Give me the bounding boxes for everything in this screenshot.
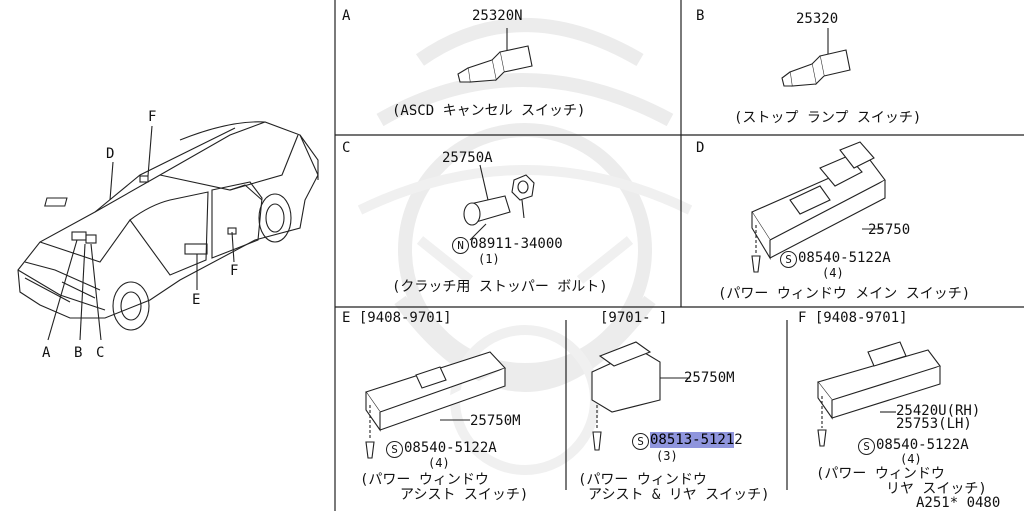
- panel-f-letter: F [9408-9701]: [798, 310, 908, 326]
- panel-d-caption: (パワー ウィンドウ メイン スイッチ): [718, 286, 971, 302]
- panel-e-screw: 08540-5122A: [404, 440, 497, 456]
- car-label-b: B: [74, 345, 83, 361]
- panel-e-caption-1: (パワー ウィンドウ: [360, 472, 489, 488]
- panel-d-letter: D: [696, 140, 705, 156]
- car-label-a: A: [42, 345, 51, 361]
- panel-c-letter: C: [342, 140, 351, 156]
- panel-a-letter: A: [342, 8, 351, 24]
- s-circle-icon: S: [858, 438, 875, 455]
- panel-e-letter: E [9408-9701]: [342, 310, 452, 326]
- panel-e2-drawing: [591, 341, 690, 451]
- panel-f-part-rh: 25420U(RH): [896, 403, 981, 419]
- panel-a-caption: (ASCD キャンセル スイッチ): [392, 103, 586, 119]
- panel-c-qty: (1): [478, 252, 500, 266]
- panel-f-screw: 08540-5122A: [876, 437, 969, 453]
- panel-d-qty: (4): [822, 266, 844, 280]
- panel-e2-caption-1: (パワー ウィンドウ: [578, 472, 707, 488]
- panel-d-part: 25750: [868, 222, 911, 238]
- panel-e-drawing: [365, 351, 506, 459]
- panel-e2-screw-highlighted[interactable]: 08513-5121: [650, 432, 735, 448]
- panel-f-drawing: [817, 341, 941, 447]
- panel-d-screw: 08540-5122A: [798, 250, 891, 266]
- panel-f-caption-2: リヤ スイッチ): [886, 481, 987, 497]
- panel-e-part: 25750M: [470, 413, 521, 429]
- panel-b-letter: B: [696, 8, 705, 24]
- panel-c-part: 25750A: [442, 150, 493, 166]
- panel-e2-screw-suffix: 2: [734, 432, 743, 448]
- footer-code: A251* 0480: [916, 495, 1001, 511]
- panel-e-qty: (4): [428, 456, 450, 470]
- n-circle-icon: N: [452, 237, 469, 254]
- panel-c-bolt: 08911-34000: [470, 236, 563, 252]
- panel-a-part: 25320N: [472, 8, 523, 24]
- panel-a-drawing: [457, 28, 533, 83]
- panel-f-qty: (4): [900, 452, 922, 466]
- s-circle-icon: S: [780, 251, 797, 268]
- car-label-f-top: F: [148, 109, 157, 125]
- panel-b-part: 25320: [796, 11, 839, 27]
- car-label-d: D: [106, 146, 115, 162]
- panel-d-drawing: [751, 141, 886, 273]
- panel-e2-caption-2: アシスト & リヤ スイッチ): [588, 487, 770, 503]
- car-label-e: E: [192, 292, 201, 308]
- panel-e2-part: 25750M: [684, 370, 735, 386]
- panel-e-caption-2: アシスト スイッチ): [400, 487, 529, 503]
- panel-b-caption: (ストップ ランプ スイッチ): [734, 110, 922, 126]
- panel-c-caption: (クラッチ用 ストッパー ボルト): [392, 279, 608, 295]
- panel-f-caption-1: (パワー ウィンドウ: [816, 466, 945, 482]
- car-label-c: C: [96, 345, 105, 361]
- panel-c-drawing: [463, 164, 535, 241]
- panel-e2-letter: [9701- ]: [600, 310, 668, 326]
- panel-f-part-lh: 25753(LH): [896, 416, 972, 432]
- panel-e2-qty: (3): [656, 449, 678, 463]
- car-illustration: [17, 121, 319, 341]
- car-label-f-side: F: [230, 263, 239, 279]
- s-circle-icon: S: [632, 433, 649, 450]
- s-circle-icon: S: [386, 441, 403, 458]
- panel-b-drawing: [781, 28, 851, 87]
